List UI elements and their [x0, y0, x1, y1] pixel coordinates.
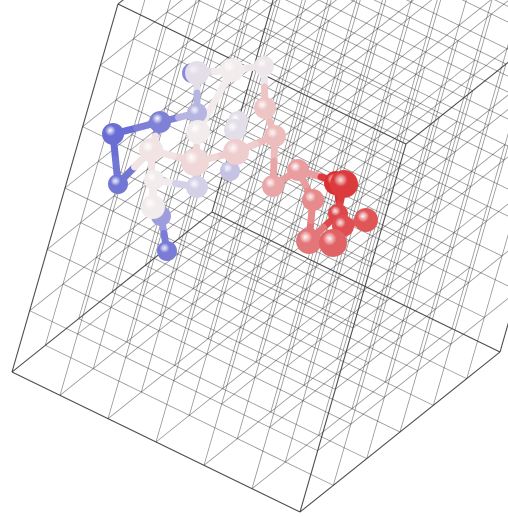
grid-line — [370, 156, 508, 268]
atom — [186, 176, 208, 198]
grid-line — [384, 13, 492, 383]
grid-line — [256, 120, 458, 282]
grid-line — [352, 203, 508, 329]
grid-line — [373, 0, 507, 65]
atom — [287, 159, 309, 181]
atom — [139, 138, 163, 162]
atom — [220, 161, 240, 181]
atom — [354, 208, 378, 232]
molecule-atoms — [102, 56, 378, 261]
grid-line — [461, 0, 508, 23]
grid-line — [340, 47, 508, 183]
grid-line — [285, 0, 473, 92]
atom — [224, 119, 246, 141]
grid-box-back — [11, 0, 508, 513]
atom — [220, 58, 244, 82]
atom — [254, 97, 276, 119]
atom — [108, 174, 128, 194]
grid-line — [44, 0, 146, 346]
grid-line — [285, 0, 508, 11]
grid-line — [451, 132, 508, 329]
atom — [141, 195, 165, 219]
grid-line — [350, 0, 508, 77]
grid-line — [466, 233, 508, 379]
atom — [264, 125, 286, 147]
atom — [302, 189, 324, 211]
grid-line — [405, 61, 508, 145]
atom — [296, 228, 322, 254]
atom — [181, 148, 209, 176]
atom — [144, 170, 164, 190]
grid-line — [405, 0, 508, 50]
atom — [187, 103, 207, 123]
atom — [262, 175, 284, 197]
atom — [330, 170, 358, 198]
grid-line — [335, 250, 508, 390]
grid-line — [78, 0, 171, 319]
grid-line — [247, 88, 508, 217]
atom — [149, 111, 171, 133]
atom — [186, 120, 210, 144]
atom — [254, 56, 274, 76]
atom — [102, 123, 124, 145]
grid-line — [100, 0, 183, 66]
grid-line — [197, 0, 440, 118]
atom — [319, 229, 347, 257]
grid-line — [388, 109, 508, 206]
atom — [223, 139, 249, 165]
atom — [157, 241, 177, 261]
grid-line — [166, 11, 456, 153]
grid-line — [403, 0, 493, 306]
atom — [185, 61, 209, 85]
grid-line — [432, 144, 508, 406]
